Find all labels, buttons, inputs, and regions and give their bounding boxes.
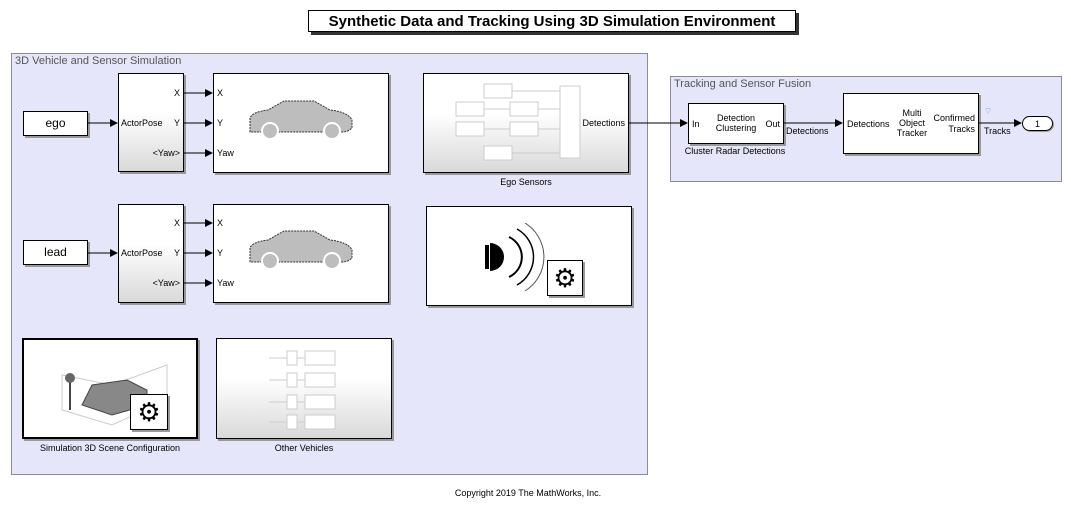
port-label: X (173, 88, 180, 98)
port-label: ActorPose (121, 118, 163, 128)
area-title: Tracking and Sensor Fusion (674, 78, 812, 90)
block-name: Other Vehicles (274, 443, 334, 453)
port-label: Y (217, 248, 224, 258)
radar-icon (485, 223, 545, 292)
car-icon (249, 100, 353, 140)
subsystem-preview-icon (269, 350, 336, 430)
ego-from-block[interactable]: ego (23, 111, 88, 136)
wireless-signal-icon: ⌔ (984, 106, 993, 116)
lead-vehicle-block[interactable]: X Y Yaw (213, 204, 389, 303)
port-label: X (217, 88, 224, 98)
port-label: Yaw (217, 278, 234, 288)
radar-sensor-block[interactable]: ⚙ (426, 206, 632, 306)
block-name: Simulation 3D Scene Configuration (39, 443, 181, 453)
port-label: Y (173, 248, 180, 258)
port-label: <Yaw> (152, 278, 180, 288)
model-title: Synthetic Data and Tracking Using 3D Sim… (308, 10, 796, 32)
block-name: Ego Sensors (500, 177, 552, 187)
block-body-text: Multi Object Tracker (896, 108, 928, 138)
port-label: X (217, 218, 224, 228)
port-label: Yaw (217, 148, 234, 158)
simulation-3d-scene-configuration-block[interactable]: ⚙ (22, 338, 198, 439)
other-vehicles-subsystem[interactable] (216, 338, 392, 439)
multi-object-tracker-block[interactable]: Detections Multi Object Tracker Confirme… (843, 93, 979, 154)
signal-label: Detections (786, 126, 829, 136)
signal-label: Tracks (984, 126, 1011, 136)
car-icon (249, 230, 353, 270)
port-label: X (173, 218, 180, 228)
port-label: <Yaw> (152, 148, 180, 158)
block-name: Cluster Radar Detections (684, 146, 786, 156)
lead-bus-selector[interactable]: ActorPose X Y <Yaw> (118, 204, 184, 303)
ego-vehicle-block[interactable]: X Y Yaw (213, 73, 389, 173)
port-label: Out (765, 119, 780, 129)
area-title: 3D Vehicle and Sensor Simulation (15, 55, 182, 67)
port-label: Y (217, 118, 224, 128)
lead-from-block[interactable]: lead (23, 240, 88, 265)
gear-icon: ⚙ (130, 394, 168, 430)
port-label: In (692, 119, 700, 129)
cluster-radar-detections-block[interactable]: In Detection Clustering Out (688, 103, 784, 144)
port-label: Detections (582, 118, 625, 128)
port-label: Detections (847, 119, 890, 129)
port-label: Y (173, 118, 180, 128)
port-label: Confirmed Tracks (933, 113, 975, 134)
port-label: ActorPose (121, 248, 163, 258)
gear-icon: ⚙ (547, 260, 583, 296)
outport-1[interactable]: 1 (1022, 116, 1053, 131)
copyright-text: Copyright 2019 The MathWorks, Inc. (454, 488, 602, 498)
subsystem-preview-icon (455, 83, 581, 161)
ego-sensors-subsystem[interactable]: Detections (423, 73, 629, 173)
ego-bus-selector[interactable]: ActorPose X Y <Yaw> (118, 73, 184, 172)
block-body-text: Detection Clustering (715, 113, 757, 133)
